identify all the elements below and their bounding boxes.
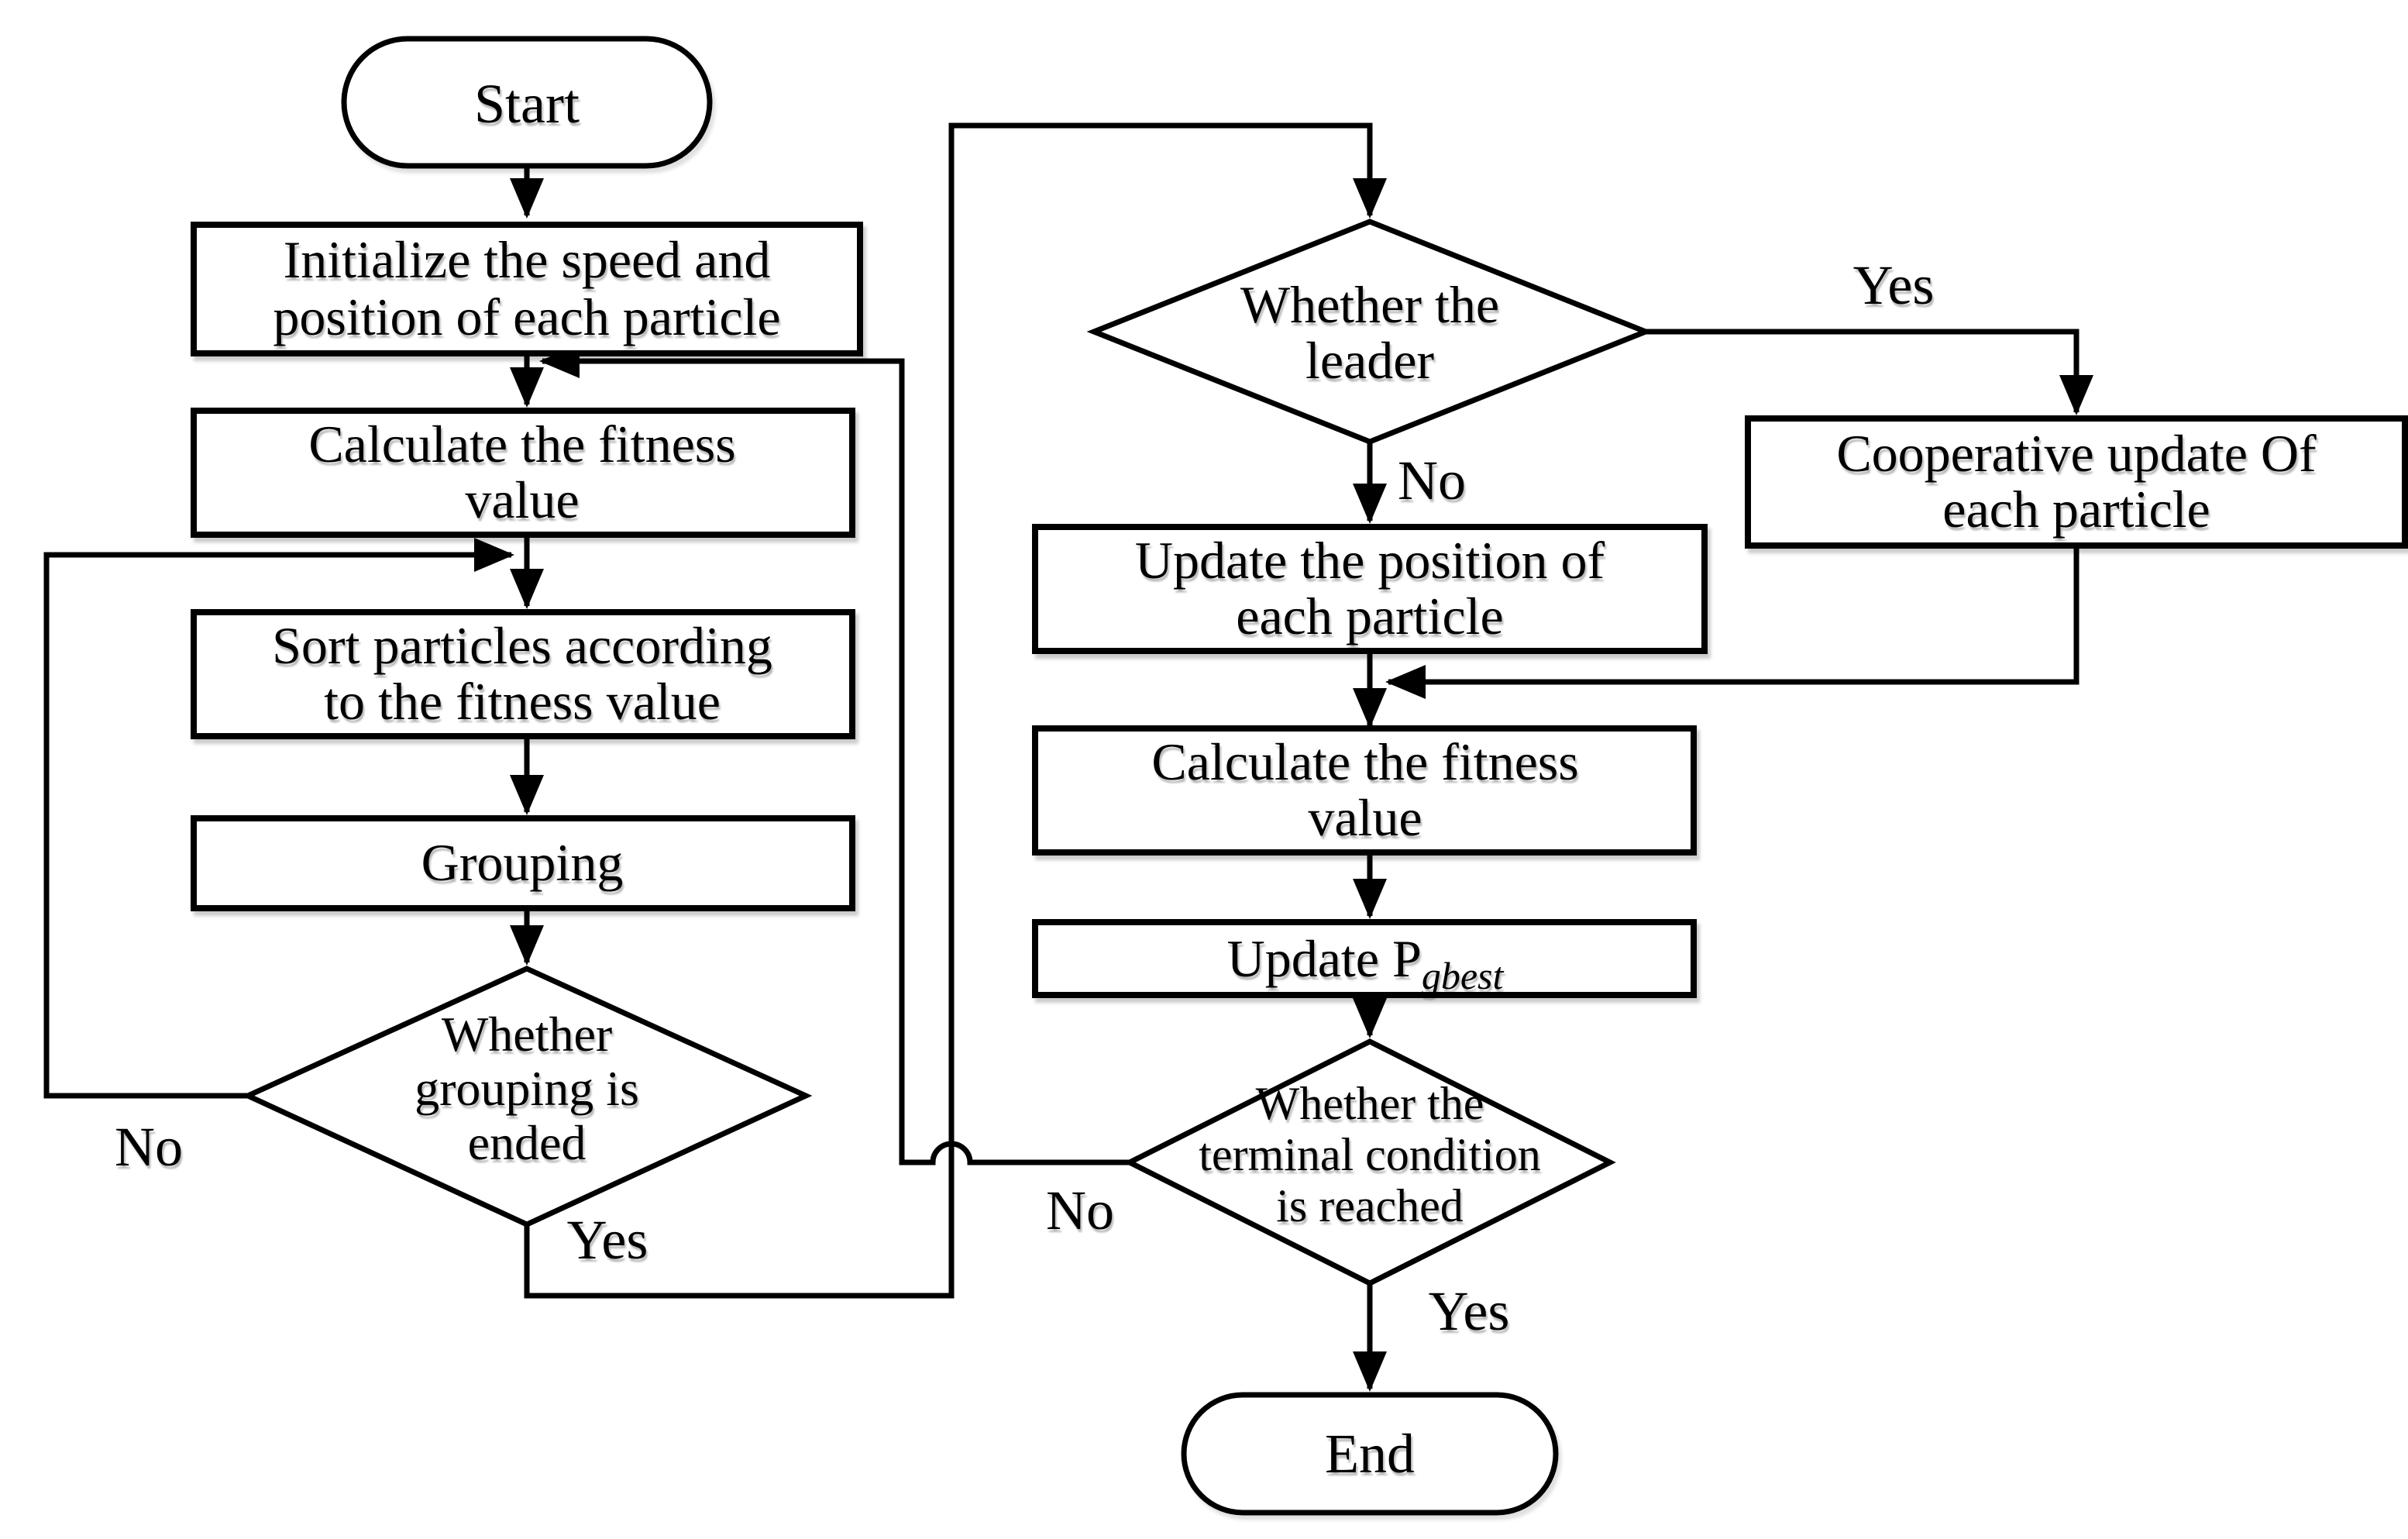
- edge-leader-yes: [1646, 329, 2093, 415]
- node-cooperative-update: [1745, 415, 2408, 549]
- node-leader-decision: [1086, 219, 1653, 445]
- node-calc-fitness-right-line-1: Calculate the fitness: [1151, 732, 1578, 791]
- node-grouping-decision-line-2: grouping is: [415, 1061, 639, 1116]
- node-start: [341, 36, 713, 169]
- node-calc-fitness-left-line-1: Calculate the fitness: [308, 415, 735, 473]
- node-calc-fitness-right: [1032, 725, 1697, 856]
- node-calc-fitness-left: [191, 408, 855, 538]
- edge-grouping-no-loop: [43, 538, 514, 1099]
- node-sort-particles: [191, 609, 855, 739]
- node-end: [1181, 1392, 1559, 1516]
- node-start-label: Start: [474, 73, 580, 135]
- label-leader-no: No: [1398, 449, 1466, 511]
- node-initialize: [191, 222, 863, 356]
- label-leader-yes: Yes: [1853, 254, 1935, 316]
- node-leader-decision-line-1: Whether the: [1240, 275, 1499, 334]
- label-grouping-yes: Yes: [567, 1209, 648, 1271]
- node-cooperative-update-line-2: each particle: [1942, 480, 2210, 539]
- node-terminal-decision: [1123, 1038, 1616, 1286]
- edge-cooperative-return: [1385, 546, 2079, 699]
- label-terminal-yes: Yes: [1429, 1280, 1510, 1342]
- node-update-position: [1032, 524, 1708, 654]
- node-terminal-decision-line-1: Whether the: [1256, 1078, 1484, 1129]
- node-leader-decision-line-2: leader: [1305, 331, 1434, 390]
- node-calc-fitness-left-line-2: value: [465, 470, 579, 529]
- node-update-pgbest: [1032, 919, 1697, 998]
- label-grouping-no: No: [115, 1116, 183, 1178]
- node-update-position-line-1: Update the position of: [1135, 531, 1605, 590]
- node-cooperative-update-line-1: Cooperative update Of: [1836, 424, 2317, 483]
- node-terminal-decision-line-3: is reached: [1276, 1180, 1464, 1231]
- node-sort-particles-line-2: to the fitness value: [324, 672, 721, 731]
- node-initialize-line-2: position of each particle: [273, 287, 780, 346]
- node-update-position-line-2: each particle: [1236, 587, 1503, 646]
- node-update-pgbest-label: Update Pgbest: [1227, 929, 1505, 997]
- node-update-pgbest-subscript: gbest: [1422, 954, 1505, 997]
- edge-terminal-no-loop: [539, 344, 1130, 1165]
- node-end-label: End: [1325, 1423, 1415, 1485]
- node-update-pgbest-text: Update P: [1227, 929, 1422, 988]
- node-grouping-decision: [241, 966, 813, 1227]
- edge-labels-layer: No Yes Yes No No Yes: [115, 254, 1934, 1342]
- node-initialize-line-1: Initialize the speed and: [284, 230, 771, 289]
- node-grouping-decision-line-3: ended: [468, 1115, 587, 1170]
- edge-grouping-yes-loop: [524, 122, 1387, 1299]
- node-grouping-label: Grouping: [421, 833, 624, 892]
- node-grouping: [191, 815, 855, 911]
- node-sort-particles-line-1: Sort particles according: [272, 616, 772, 675]
- label-terminal-no: No: [1046, 1179, 1114, 1241]
- edges-layer: [43, 122, 2093, 1392]
- nodes-layer: Start Initialize the speed and position …: [191, 36, 2408, 1516]
- node-calc-fitness-right-line-2: value: [1308, 788, 1422, 847]
- node-grouping-decision-line-1: Whether: [442, 1007, 612, 1062]
- node-terminal-decision-line-2: terminal condition: [1199, 1129, 1541, 1180]
